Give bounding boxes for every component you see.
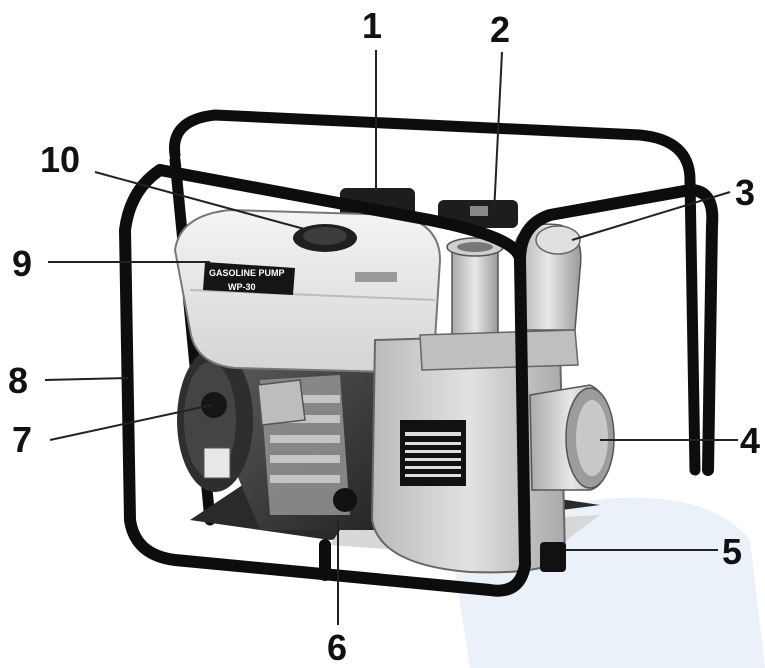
outlet-elbow [514, 223, 582, 331]
tank-label-line2: WP-30 [228, 282, 256, 292]
frame-front [119, 164, 719, 597]
leader-lines [44, 50, 738, 625]
callout-2: 2 [490, 9, 510, 50]
pump-spec-plate [400, 420, 466, 486]
callout-4: 4 [740, 420, 760, 461]
leader-8 [44, 377, 129, 381]
callout-5: 5 [722, 531, 742, 572]
callout-7: 7 [12, 419, 32, 460]
callout-3: 3 [735, 172, 755, 213]
callout-1: 1 [362, 5, 382, 46]
leader-7 [49, 404, 213, 441]
callout-numbers: 1 2 3 4 5 6 7 8 9 10 [8, 5, 760, 668]
tank-label: GASOLINE PUMP WP-30 [203, 262, 295, 295]
discharge-port [529, 384, 615, 491]
callout-10: 10 [40, 139, 80, 180]
leader-2 [493, 51, 503, 214]
recoil-starter [177, 348, 253, 492]
drain-plug [540, 542, 566, 572]
tank-label-line1: GASOLINE PUMP [209, 268, 285, 278]
callout-9: 9 [12, 243, 32, 284]
leader-3 [571, 191, 731, 241]
callout-6: 6 [327, 627, 347, 668]
leader-10 [94, 171, 309, 231]
callout-8: 8 [8, 360, 28, 401]
fuel-tank: GASOLINE PUMP WP-30 [173, 208, 442, 374]
